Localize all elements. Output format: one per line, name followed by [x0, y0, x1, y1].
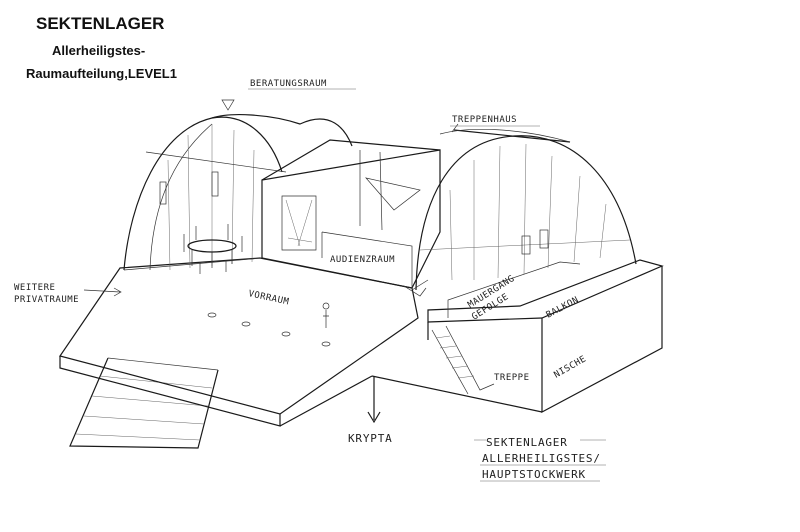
- drawing-subtitle-line-1: Allerheiligstes-: [52, 43, 146, 58]
- label-nische: NISCHE: [553, 354, 589, 380]
- label-vorraum: VORRAUM: [247, 289, 290, 307]
- label-treppe: TREPPE: [494, 373, 530, 383]
- caption-line-3: HAUPTSTOCKWERK: [482, 468, 586, 481]
- drawing-subtitle-line-2: Raumaufteilung,LEVEL1: [26, 66, 177, 81]
- label-balkon: BALKON: [545, 295, 581, 321]
- krypta-arrow: [367, 376, 381, 424]
- caption-line-2: ALLERHEILIGSTES/: [482, 452, 601, 465]
- label-weitere: WEITERE: [14, 283, 55, 293]
- label-beratungsraum: BERATUNGSRAUM: [250, 79, 327, 89]
- drawing-title: SEKTENLAGER: [36, 14, 165, 33]
- treppenhaus-vault: [415, 123, 637, 291]
- caption-line-1: SEKTENLAGER: [486, 436, 568, 449]
- caption-block: SEKTENLAGER ALLERHEILIGSTES/ HAUPTSTOCKW…: [474, 436, 606, 482]
- balkon-block: [371, 259, 664, 413]
- label-audienzraum: AUDIENZRAUM: [330, 255, 395, 265]
- label-krypta: KRYPTA: [348, 432, 393, 445]
- label-treppenhaus: TREPPENHAUS: [452, 115, 517, 125]
- beratungsraum-vault: [123, 99, 353, 274]
- vorraum-floor: [59, 257, 419, 427]
- label-privatraume: PRIVATRAUME: [14, 295, 79, 305]
- audienzraum-block: [261, 139, 441, 297]
- privatraume-arrow: [83, 287, 122, 297]
- entry-ramp: [69, 357, 219, 449]
